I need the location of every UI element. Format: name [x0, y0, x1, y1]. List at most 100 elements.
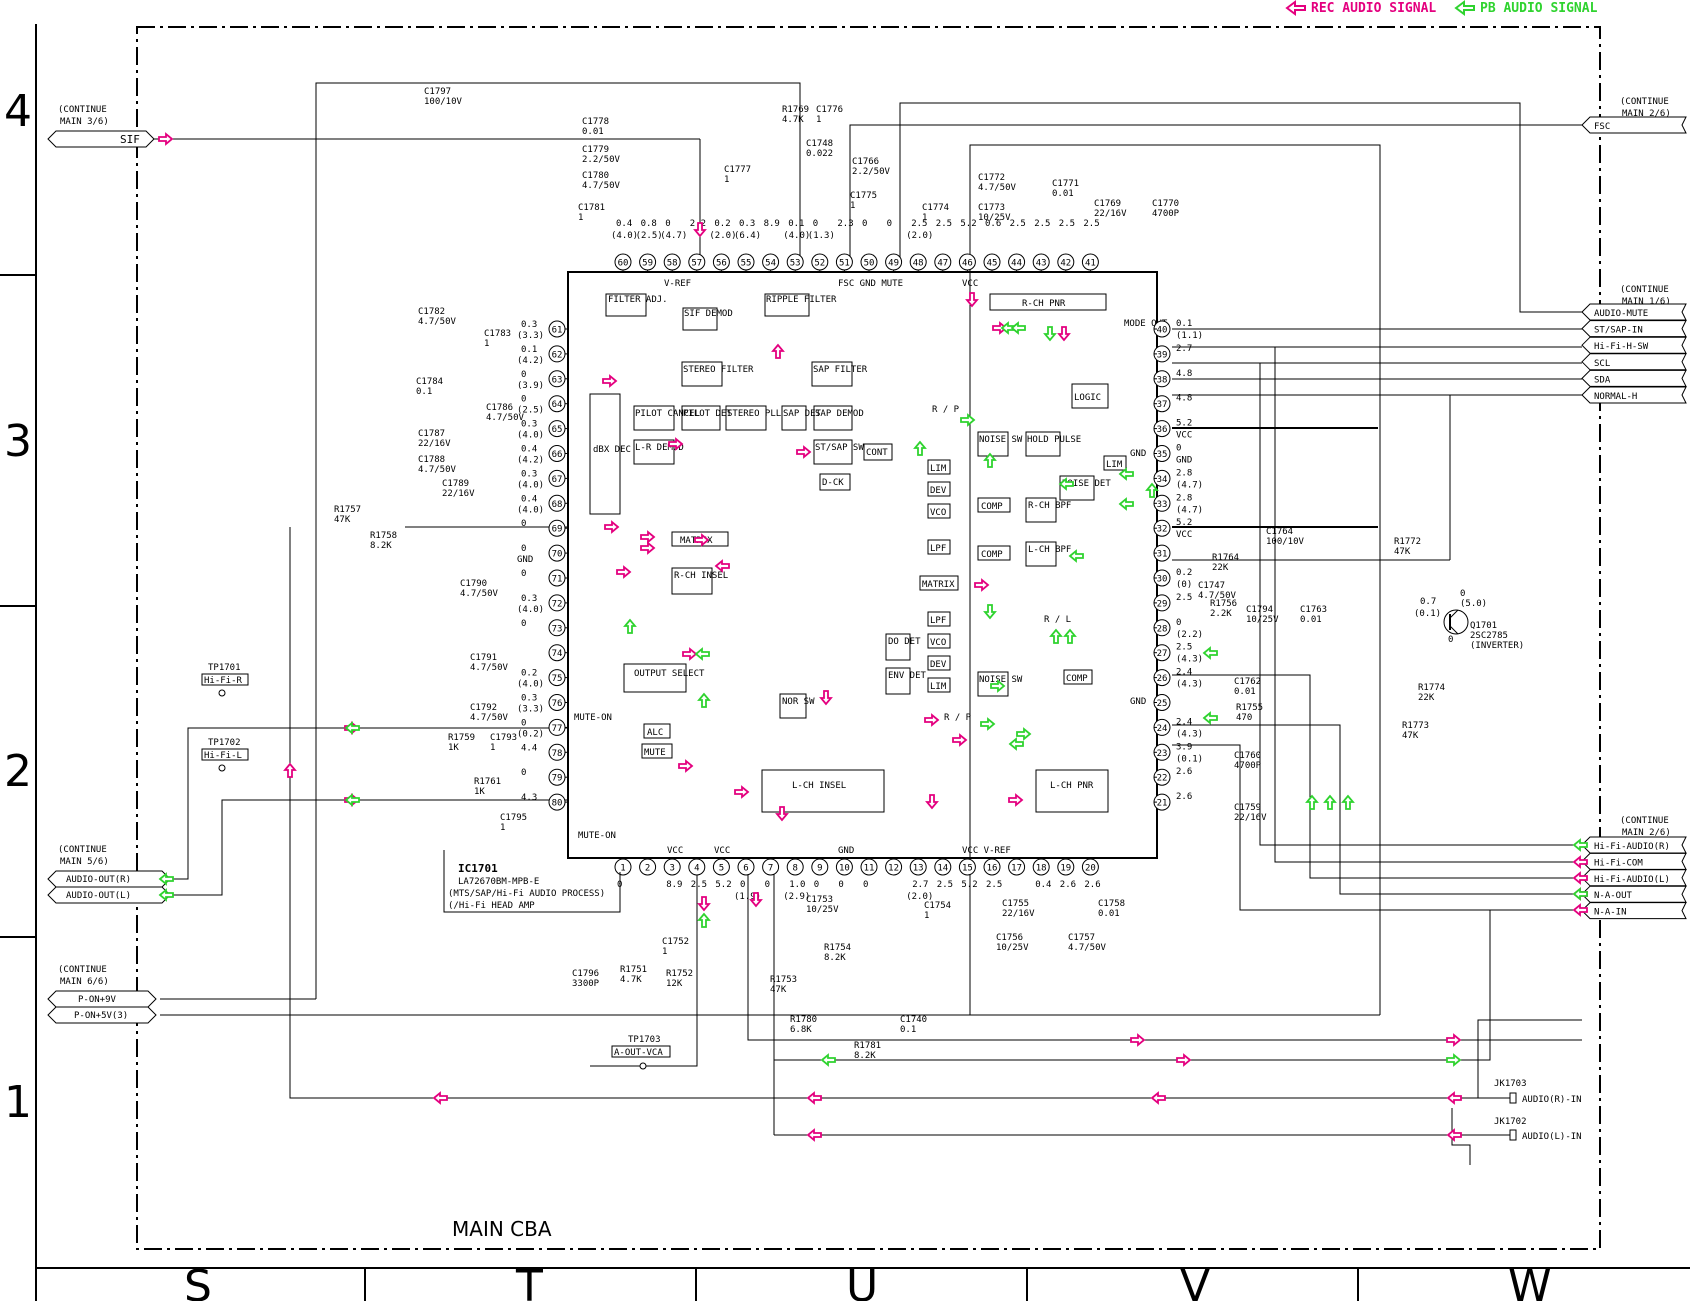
connector-hi-fi-audio-r-[interactable]: Hi-Fi-AUDIO(R): [1581, 836, 1687, 854]
rec-signal-arrow-icon: [1446, 1128, 1462, 1142]
connector-n-a-in[interactable]: N-A-IN: [1581, 902, 1687, 920]
dev1-label: DEV: [930, 486, 947, 496]
p-on-9v-connector[interactable]: P-ON+9V: [78, 995, 117, 1005]
component-value: 4.7/50V: [418, 317, 457, 327]
sif-connector-label[interactable]: SIF: [120, 133, 140, 146]
connector-scl[interactable]: SCL: [1581, 353, 1687, 371]
component-ref: C1776: [816, 105, 843, 115]
pin-voltage: 0: [813, 219, 818, 229]
audio-out-r-connector[interactable]: AUDIO-OUT(R): [66, 875, 131, 885]
component-value: 0.01: [1052, 189, 1074, 199]
ic-desc1-label: (MTS/SAP/Hi-Fi AUDIO PROCESS): [448, 889, 605, 899]
connector-st-sap-in[interactable]: ST/SAP-IN: [1581, 320, 1687, 338]
wiring: [150, 82, 1582, 1136]
component-ref: C1752: [662, 937, 689, 947]
connector-fsc[interactable]: FSC: [1581, 116, 1687, 134]
pin-number: 68: [552, 500, 563, 510]
component-value: 1K: [448, 743, 459, 753]
pin-37: 374.8: [1153, 394, 1192, 413]
component-value: 4700P: [1234, 761, 1262, 771]
cont-main-5-label: (CONTINUE: [58, 845, 107, 855]
pin-76: 760.3(3.3): [517, 694, 568, 715]
pin-voltage: 2.5: [1176, 643, 1192, 653]
connector-hi-fi-com[interactable]: Hi-Fi-COM: [1581, 852, 1687, 870]
component-ref: C1789: [442, 479, 469, 489]
connector-normal-h[interactable]: NORMAL-H: [1581, 386, 1687, 404]
pb-signal-arrow-icon: [913, 440, 927, 456]
p-on-5v-connector[interactable]: P-ON+5V(3): [74, 1011, 128, 1021]
rec-signal-arrow-icon: [819, 690, 833, 706]
gnd-r-label: GND: [1130, 449, 1146, 459]
component-ref: C1788: [418, 455, 445, 465]
rec-signal-arrow-icon: [693, 222, 707, 238]
pin-voltage-alt: VCC: [1176, 530, 1192, 540]
cont-main-2b-label: (CONTINUE: [1620, 816, 1669, 826]
connector-label: Hi-Fi-COM: [1594, 858, 1643, 868]
pin-number: 16: [987, 864, 998, 874]
pin-number: 53: [790, 259, 801, 269]
pin-26: 262.4(4.3): [1153, 668, 1203, 690]
pin-voltage: 4.3: [521, 793, 537, 803]
pin-voltage: 0: [1176, 618, 1181, 628]
audio-out-l-connector[interactable]: AUDIO-OUT(L): [66, 891, 131, 901]
component-value: 22/16V: [1094, 209, 1127, 219]
connector-sda[interactable]: SDA: [1581, 369, 1687, 387]
pin-voltage-alt: (2.0): [906, 892, 933, 902]
pin-voltage: 2.3: [837, 219, 853, 229]
pin-number: 44: [1011, 259, 1022, 269]
component-ref: C1791: [470, 653, 497, 663]
pin-50: 500: [860, 219, 878, 272]
pin-number: 13: [913, 864, 924, 874]
pin-number: 41: [1085, 259, 1096, 269]
connector-audio-mute[interactable]: AUDIO-MUTE: [1581, 303, 1687, 321]
pin-voltage: 1.0: [789, 880, 805, 890]
pin-voltage: 4.4: [521, 743, 537, 753]
pin-21: 212.6: [1153, 792, 1192, 811]
component-value: 8.2K: [370, 541, 392, 551]
connector-n-a-out[interactable]: N-A-OUT: [1581, 885, 1687, 903]
pin-number: 22: [1157, 774, 1168, 784]
rec-signal-arrow-icon: [682, 647, 698, 661]
pin-voltage-alt: GND: [517, 555, 533, 565]
rec-signal-arrow-icon: [925, 794, 939, 810]
ic1701-body: [567, 271, 1158, 859]
pin-voltage-alt: (4.7): [660, 231, 687, 241]
drawing-frame: [0, 24, 1690, 1301]
vcc-vref-bottom-label: VCC V-REF: [962, 846, 1011, 856]
connector-hi-fi-audio-l-[interactable]: Hi-Fi-AUDIO(L): [1581, 869, 1687, 887]
component-value: 10/25V: [806, 905, 839, 915]
pin-voltage: 0: [521, 370, 526, 380]
pin-voltage: 0.1: [521, 345, 537, 355]
pin-3: 38.9: [663, 858, 682, 890]
pin-voltage-alt: (0): [1176, 580, 1192, 590]
pb-signal-arrow-icon: [1202, 711, 1218, 725]
connector-hi-fi-h-sw[interactable]: Hi-Fi-H-SW: [1581, 336, 1687, 354]
ic-desc2-label: (/Hi-Fi HEAD AMP: [448, 901, 535, 911]
pin-27: 272.5(4.3): [1153, 643, 1203, 665]
pb-signal-arrow-icon: [1118, 497, 1134, 511]
component-value: 4.7/50V: [582, 181, 621, 191]
pin-voltage: 2.5: [1034, 219, 1050, 229]
pin-73: 730: [521, 619, 568, 637]
component-ref: C1760: [1234, 751, 1261, 761]
ic-internal-blocks: [589, 293, 1127, 813]
component-value: 1: [850, 201, 855, 211]
component-ref: R1756: [1210, 599, 1237, 609]
component-ref: C1794: [1246, 605, 1273, 615]
pin-79: 790: [521, 768, 568, 786]
pin-voltage-alt: (2.5): [636, 231, 663, 241]
pin-number: 48: [913, 259, 924, 269]
tp1703-label: A-OUT-VCA: [614, 1048, 663, 1058]
jk1703-label: AUDIO(R)-IN: [1522, 1095, 1582, 1105]
pin-67: 670.3(4.0): [517, 469, 568, 490]
row-label-4: 4: [4, 86, 32, 137]
pin-64: 640(2.5): [517, 395, 568, 416]
